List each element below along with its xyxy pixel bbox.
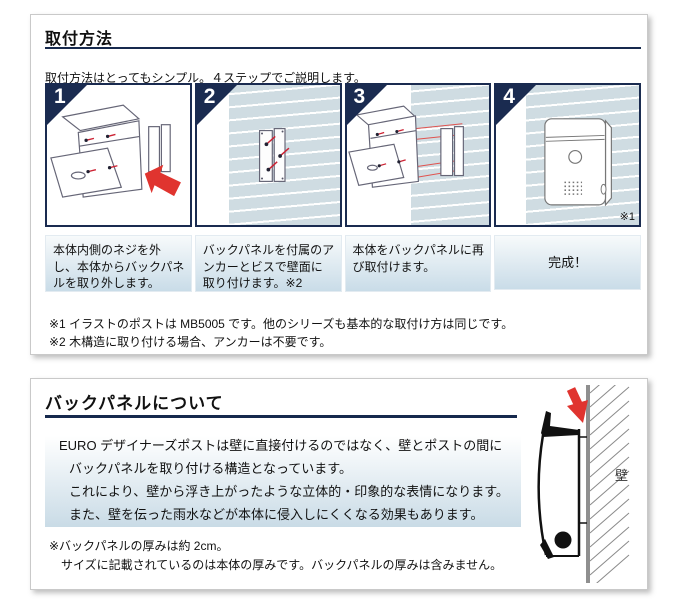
wall-hatching: [589, 385, 630, 583]
steps-row: 1 本体内側のネジを外し、本体からバックパネルを取り外します。: [45, 83, 641, 292]
step-number: 3: [353, 85, 366, 108]
post-top-profile: [541, 411, 579, 437]
section1-footnotes: ※1 イラストのポストは MB5005 です。他のシリーズも基本的な取付け方は同…: [49, 315, 513, 351]
step-number-triangle: [346, 85, 387, 125]
step-number: 1: [54, 85, 66, 108]
step-number: 4: [503, 85, 515, 108]
footnote-2: ※2 木構造に取り付ける場合、アンカーは不要です。: [49, 335, 332, 349]
section2-footnotes: ※バックパネルの厚みは約 2cm。 サイズに記載されているのは本体の厚みです。バ…: [49, 537, 502, 574]
step-2: 2 バックパネルを付属のアンカーとビスで壁面に取り付けます。※2: [194, 83, 342, 292]
step-4: 4 ※1 完成！: [494, 83, 641, 292]
section1-title: 取付方法: [45, 31, 114, 48]
footnote-1: ※1 イラストのポストは MB5005 です。他のシリーズも基本的な取付け方は同…: [49, 317, 514, 331]
step-1-caption: 本体内側のネジを外し、本体からバックパネルを取り外します。: [45, 235, 192, 292]
installation-section: 取付方法 取付方法はとってもシンプル。４ステップでご説明します。: [30, 14, 648, 355]
step-2-image-panel: 2: [194, 83, 342, 227]
section1-subtitle: 取付方法はとってもシンプル。４ステップでご説明します。: [45, 71, 366, 85]
screw-arrow-icons: [375, 128, 406, 168]
step-3-image-panel: 3: [344, 83, 492, 227]
step-2-caption: バックパネルを付属のアンカーとビスで壁面に取り付けます。※2: [194, 235, 342, 292]
finished-mailbox-illustration: [544, 118, 613, 207]
mailbox-backpanel-removal-illustration: [50, 104, 181, 198]
body-line: EURO デザイナーズポストは壁に直接付けるのではなく、壁とポストの間に: [59, 438, 503, 453]
post-dot: [554, 531, 572, 549]
body-line: バックパネルを取り付ける構造となっています。: [69, 461, 353, 476]
step-1-image-panel: 1: [45, 83, 192, 227]
illustration-note-ref: ※1: [619, 211, 635, 223]
section2-title-rule: [45, 415, 517, 418]
section2-title: バックパネルについて: [45, 394, 224, 413]
footnote-size-note: サイズに記載されているのは本体の厚みです。バックパネルの厚みは含みません。: [61, 557, 503, 572]
section1-title-rule: [45, 47, 641, 49]
red-arrow-icon: [144, 164, 181, 197]
step-3: 3 本体をバックパネルに再び取付けます。: [344, 83, 492, 292]
step-number-triangle: [196, 85, 237, 125]
step-4-caption: 完成！: [494, 235, 641, 290]
wall-mount-side-diagram: [537, 385, 630, 583]
step-number-triangle: [47, 85, 87, 125]
backpanel-description: EURO デザイナーズポストは壁に直接付けるのではなく、壁とポストの間に バック…: [45, 428, 521, 527]
step-3-caption: 本体をバックパネルに再び取付けます。: [344, 235, 492, 292]
step-number-triangle: [496, 85, 537, 125]
screw-arrow-icons: [264, 135, 290, 172]
mailbox-reattach-illustration: [347, 105, 464, 188]
footnote-thickness: ※バックパネルの厚みは約 2cm。: [49, 539, 229, 553]
post-front-curve: [537, 434, 548, 556]
post-bottom-profile: [540, 539, 554, 559]
step-1: 1 本体内側のネジを外し、本体からバックパネルを取り外します。: [45, 83, 192, 292]
backpanel-on-wall-illustration: [258, 128, 290, 182]
backpanel-section: バックパネルについて EURO デザイナーズポストは壁に直接付けるのではなく、壁…: [30, 378, 648, 590]
step-4-image-panel: 4 ※1: [494, 83, 641, 227]
step-number: 2: [203, 85, 216, 108]
body-line: また、壁を伝った雨水などが本体に侵入しにくくなる効果もあります。: [69, 507, 484, 522]
red-arrow-icon: [566, 387, 588, 423]
body-line: これにより、壁から浮き上がったような立体的・印象的な表情になります。: [69, 484, 509, 499]
wall-label: 壁: [615, 468, 629, 483]
screw-arrow-icons: [84, 133, 118, 174]
